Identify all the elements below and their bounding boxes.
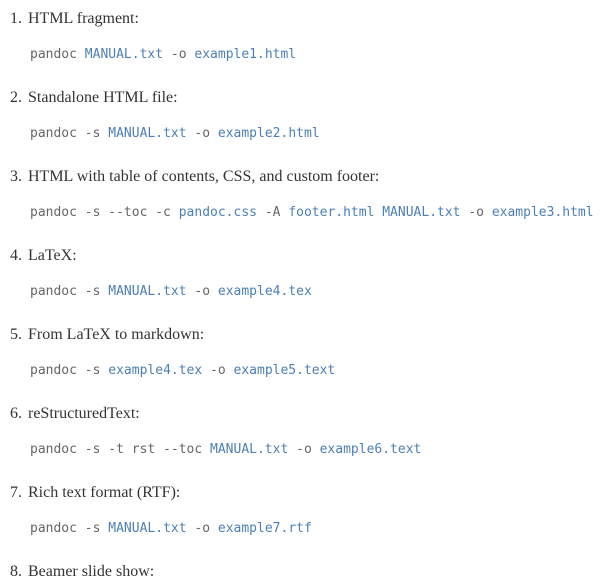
- command-text: -o: [163, 47, 195, 62]
- command-link[interactable]: example2.html: [217, 126, 320, 141]
- list-item-number: 6.: [10, 405, 22, 422]
- list-item-label: HTML fragment:: [28, 10, 139, 27]
- command-text: pandoc -s: [30, 363, 109, 378]
- list-item-heading: 8. Beamer slide show:: [0, 562, 606, 581]
- list-item-number: 7.: [10, 484, 22, 501]
- command-link[interactable]: MANUAL.txt: [210, 442, 289, 457]
- list-item-heading: 7. Rich text format (RTF):: [0, 483, 606, 502]
- command-text: -o: [202, 363, 234, 378]
- list-item: 1. HTML fragment: pandoc MANUAL.txt -o e…: [0, 9, 606, 63]
- command-link[interactable]: pandoc.css: [178, 205, 257, 220]
- list-item-label: Beamer slide show:: [28, 563, 155, 580]
- command-text: -o: [460, 205, 492, 220]
- list-item-heading: 6. reStructuredText:: [0, 404, 606, 423]
- list-item-number: 8.: [10, 563, 22, 580]
- command-link[interactable]: example1.html: [194, 47, 297, 62]
- list-item: 4. LaTeX: pandoc -s MANUAL.txt -o exampl…: [0, 246, 606, 300]
- command-link[interactable]: footer.html: [288, 205, 375, 220]
- command-link[interactable]: example6.text: [319, 442, 422, 457]
- command-link[interactable]: MANUAL.txt: [108, 521, 187, 536]
- list-item-label: HTML with table of contents, CSS, and cu…: [28, 168, 380, 185]
- command-link[interactable]: MANUAL.txt: [84, 47, 164, 62]
- list-item-label: Standalone HTML file:: [28, 89, 178, 106]
- command-line: pandoc -s -t rst --toc MANUAL.txt -o exa…: [30, 442, 606, 458]
- list-item-label: LaTeX:: [28, 247, 77, 264]
- list-item-heading: 2. Standalone HTML file:: [0, 88, 606, 107]
- command-link[interactable]: example3.html: [491, 205, 594, 220]
- list-item-number: 5.: [10, 326, 22, 343]
- command-link[interactable]: example4.tex: [108, 363, 203, 378]
- list-item-label: Rich text format (RTF):: [28, 484, 181, 501]
- command-link[interactable]: MANUAL.txt: [108, 284, 187, 299]
- list-item-label: From LaTeX to markdown:: [28, 326, 205, 343]
- command-text: -o: [288, 442, 320, 457]
- list-item-heading: 5. From LaTeX to markdown:: [0, 325, 606, 344]
- list-item-label: reStructuredText:: [28, 405, 140, 422]
- command-link[interactable]: example5.text: [233, 363, 336, 378]
- command-line: pandoc -s --toc -c pandoc.css -A footer.…: [30, 205, 606, 221]
- command-text: pandoc -s -t rst --toc: [30, 442, 211, 457]
- command-text: -o: [186, 521, 218, 536]
- command-link[interactable]: example7.rtf: [217, 521, 312, 536]
- list-item-heading: 1. HTML fragment:: [0, 9, 606, 28]
- list-item-number: 2.: [10, 89, 22, 106]
- command-link[interactable]: example4.tex: [217, 284, 312, 299]
- list-item-heading: 4. LaTeX:: [0, 246, 606, 265]
- list-item-heading: 3. HTML with table of contents, CSS, and…: [0, 167, 606, 186]
- command-line: pandoc -s MANUAL.txt -o example4.tex: [30, 284, 606, 300]
- command-text: -o: [186, 284, 218, 299]
- command-text: pandoc: [30, 47, 85, 62]
- command-text: pandoc -s --toc -c: [30, 205, 179, 220]
- command-line: pandoc -s MANUAL.txt -o example7.rtf: [30, 521, 606, 537]
- command-line: pandoc -s example4.tex -o example5.text: [30, 363, 606, 379]
- list-item: 3. HTML with table of contents, CSS, and…: [0, 167, 606, 221]
- command-link[interactable]: MANUAL.txt: [108, 126, 187, 141]
- command-text: -o: [186, 126, 218, 141]
- list-item: 7. Rich text format (RTF): pandoc -s MAN…: [0, 483, 606, 537]
- list-item: 5. From LaTeX to markdown: pandoc -s exa…: [0, 325, 606, 379]
- list-item-number: 4.: [10, 247, 22, 264]
- command-link[interactable]: MANUAL.txt: [382, 205, 461, 220]
- list-item-number: 1.: [10, 10, 22, 27]
- list-item-number: 3.: [10, 168, 22, 185]
- list-item: 6. reStructuredText: pandoc -s -t rst --…: [0, 404, 606, 458]
- command-text: pandoc -s: [30, 126, 109, 141]
- command-text: pandoc -s: [30, 521, 109, 536]
- command-line: pandoc MANUAL.txt -o example1.html: [30, 47, 606, 63]
- list-item: 8. Beamer slide show:: [0, 562, 606, 581]
- list-item: 2. Standalone HTML file: pandoc -s MANUA…: [0, 88, 606, 142]
- command-line: pandoc -s MANUAL.txt -o example2.html: [30, 126, 606, 142]
- command-text: pandoc -s: [30, 284, 109, 299]
- command-text: -A: [257, 205, 289, 220]
